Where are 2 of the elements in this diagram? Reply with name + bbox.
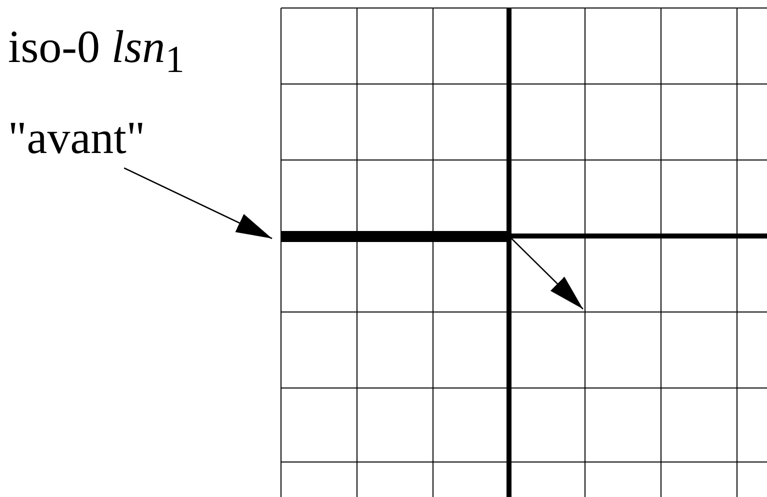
annotation-text: iso-0 lsn$_{1}$ "avant": [8, 8, 266, 168]
leader-arrow: [124, 167, 272, 240]
